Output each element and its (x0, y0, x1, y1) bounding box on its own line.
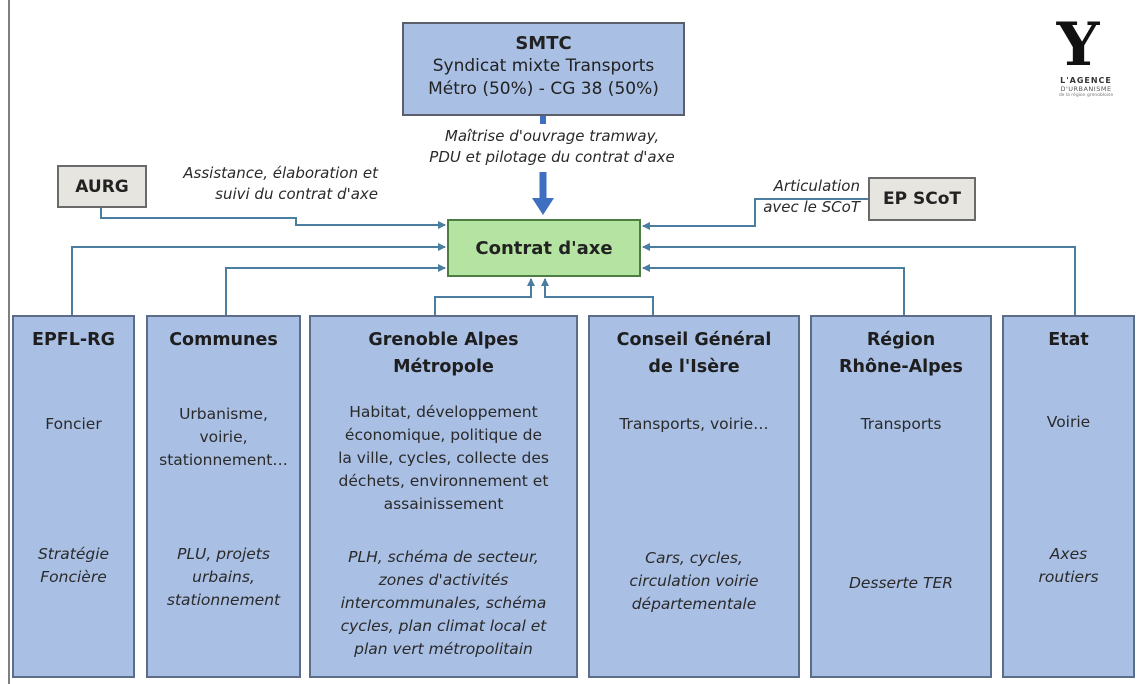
aurg-note-line2: suivi du contrat d'axe (215, 185, 378, 203)
column-title: Conseil Général de l'Isère (590, 327, 798, 381)
column-title-line1: Communes (169, 330, 278, 350)
role-line: Voirie (1046, 413, 1091, 431)
column-title-line2: de l'Isère (648, 357, 740, 377)
tool-line: PLH, schéma de secteur, (348, 548, 539, 566)
scot-label: EP SCoT (883, 189, 961, 209)
column-role: Urbanisme, voirie, stationnement… (152, 403, 295, 472)
tool-line: routiers (1038, 568, 1099, 586)
column-tool: PLU, projets urbains, stationnement (152, 543, 295, 612)
role-line: Transports (860, 415, 942, 433)
column-title-line2: Métropole (393, 357, 494, 377)
column-etat: Etat Voirie Axes routiers (1002, 315, 1135, 678)
logo-letter: Y (1056, 10, 1100, 80)
column-title: Communes (148, 327, 299, 354)
column-title-line1: EPFL-RG (32, 330, 115, 350)
role-line: Urbanisme, (179, 405, 268, 423)
tool-line: PLU, projets (177, 545, 270, 563)
epfl-connector (71, 243, 446, 315)
aurg-note-line1: Assistance, élaboration et (183, 164, 378, 182)
role-line: stationnement… (159, 451, 288, 469)
column-title-line1: Conseil Général (616, 330, 772, 350)
tool-line: Desserte TER (848, 574, 954, 592)
tool-line: circulation voirie (629, 572, 759, 590)
tool-line: Axes (1049, 545, 1088, 563)
column-title: EPFL-RG (14, 327, 133, 354)
column-title: Grenoble Alpes Métropole (311, 327, 576, 381)
column-tool: Stratégie Foncière (18, 543, 129, 589)
column-tool: Cars, cycles, circulation voirie départe… (594, 547, 794, 616)
maitrise-line2: PDU et pilotage du contrat d'axe (429, 148, 675, 166)
smtc-box: SMTC Syndicat mixte Transports Métro (50… (402, 22, 685, 116)
metropole-connector (434, 278, 535, 315)
communes-connector (225, 264, 446, 315)
contrat-label: Contrat d'axe (475, 237, 613, 259)
tool-line: Foncière (40, 568, 107, 586)
role-line: Foncier (45, 415, 102, 433)
column-title: Etat (1004, 327, 1133, 354)
tool-line: plan vert métropolitain (354, 640, 533, 658)
column-title-line2: Rhône-Alpes (839, 357, 963, 377)
region-connector (642, 264, 905, 315)
logo-line3: de la région grenobloise (1058, 93, 1114, 98)
smtc-title: SMTC (515, 33, 572, 54)
tool-line: Cars, cycles, (645, 549, 743, 567)
logo-line1: L'AGENCE (1060, 76, 1112, 85)
role-line: Transports, voirie… (619, 415, 769, 433)
column-title-line1: Etat (1048, 330, 1089, 350)
column-role: Transports (816, 413, 986, 436)
role-line: voirie, (199, 428, 248, 446)
column-communes: Communes Urbanisme, voirie, stationnemen… (146, 315, 301, 678)
cg-connector (541, 278, 654, 315)
aurg-label: AURG (75, 176, 129, 197)
smtc-line1: Syndicat mixte Transports (432, 56, 655, 76)
column-role: Voirie (1008, 411, 1129, 434)
maitrise-line1: Maîtrise d'ouvrage tramway, (444, 127, 660, 145)
column-tool: PLH, schéma de secteur, zones d'activité… (315, 546, 572, 661)
role-line: la ville, cycles, collecte des (338, 449, 549, 467)
column-epfl-rg: EPFL-RG Foncier Stratégie Foncière (12, 315, 135, 678)
agence-logo: Y L'AGENCE D'URBANISME de la région gren… (1028, 14, 1128, 124)
tool-line: zones d'activités (378, 571, 509, 589)
scot-connector (642, 198, 868, 230)
tool-line: cycles, plan climat local et (340, 617, 547, 635)
column-role: Transports, voirie… (594, 413, 794, 436)
aurg-note: Assistance, élaboration et suivi du cont… (148, 163, 378, 205)
logo-line2: D'URBANISME (1060, 85, 1112, 93)
role-line: Habitat, développement (349, 403, 538, 421)
column-region: Région Rhône-Alpes Transports Desserte T… (810, 315, 992, 678)
scot-note: Articulation avec le SCoT (748, 176, 860, 218)
column-title: Région Rhône-Alpes (812, 327, 990, 381)
column-tool: Axes routiers (1008, 543, 1129, 589)
aurg-box: AURG (57, 165, 147, 208)
column-metropole: Grenoble Alpes Métropole Habitat, dévelo… (309, 315, 578, 678)
column-role: Habitat, développement économique, polit… (315, 401, 572, 516)
column-tool: Desserte TER (816, 572, 986, 595)
aurg-connector (100, 208, 446, 229)
scot-note-line2: avec le SCoT (763, 198, 860, 216)
tool-line: intercommunales, schéma (340, 594, 547, 612)
contrat-axe-box: Contrat d'axe (447, 219, 641, 277)
role-line: économique, politique de (344, 426, 543, 444)
etat-connector (642, 243, 1076, 315)
tool-line: stationnement (166, 591, 281, 609)
tool-line: urbains, (192, 568, 255, 586)
role-line: déchets, environnement et (338, 472, 549, 490)
column-title-line1: Grenoble Alpes (368, 330, 519, 350)
tool-line: Stratégie (37, 545, 110, 563)
column-conseil-general: Conseil Général de l'Isère Transports, v… (588, 315, 800, 678)
column-title-line1: Région (866, 330, 936, 350)
scot-box: EP SCoT (868, 177, 976, 221)
scot-note-line1: Articulation (773, 177, 860, 195)
column-role: Foncier (18, 413, 129, 436)
smtc-arrow-head (532, 198, 554, 215)
tool-line: départementale (631, 595, 757, 613)
role-line: assainissement (383, 495, 504, 513)
smtc-line2: Métro (50%) - CG 38 (50%) (428, 79, 659, 99)
maitrise-note: Maîtrise d'ouvrage tramway, PDU et pilot… (402, 126, 702, 168)
